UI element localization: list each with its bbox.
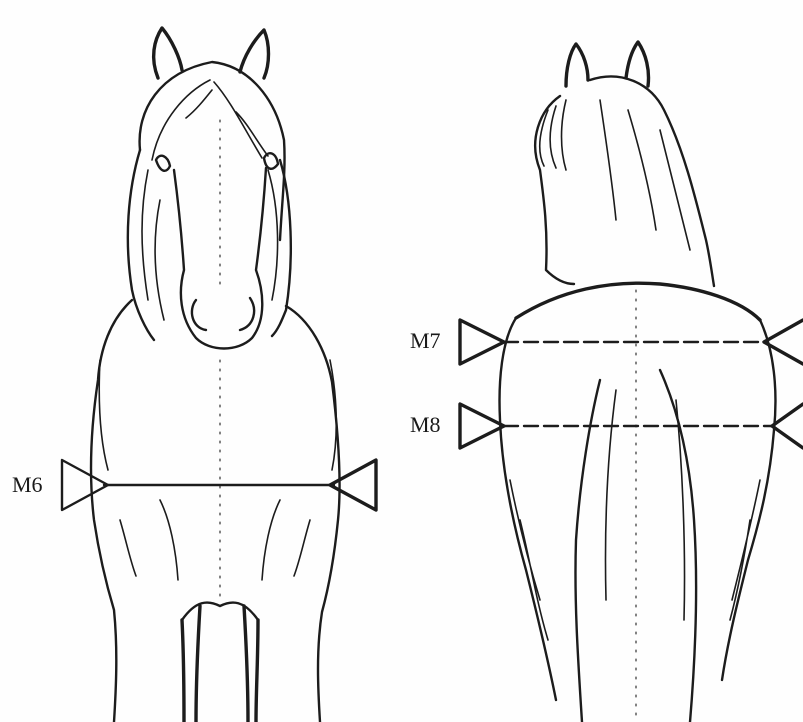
m8-left-caliper: [460, 404, 504, 448]
m8-label: M8: [410, 414, 441, 436]
front-mane-right: [272, 160, 291, 336]
horse-front-view: [91, 28, 340, 722]
front-left-ear: [154, 28, 182, 78]
front-right-ear: [240, 30, 269, 78]
back-rump-outline: [516, 283, 760, 320]
front-body-outline: [91, 300, 132, 722]
measurement-m6: [62, 460, 376, 510]
m8-right-caliper: [772, 404, 803, 448]
m6-left-caliper: [62, 460, 108, 510]
m7-label: M7: [410, 330, 441, 352]
front-mane-left: [128, 150, 154, 340]
m6-label: M6: [12, 474, 43, 496]
front-right-leg: [244, 606, 258, 722]
m7-left-caliper: [460, 320, 504, 364]
back-tail: [575, 380, 600, 722]
m7-right-caliper: [764, 320, 803, 364]
m6-right-caliper: [330, 460, 376, 510]
measurement-m8: [460, 404, 803, 448]
back-left-ear: [566, 44, 588, 86]
back-mane: [535, 96, 574, 284]
front-left-leg: [182, 606, 200, 722]
horse-back-view: [500, 42, 776, 722]
